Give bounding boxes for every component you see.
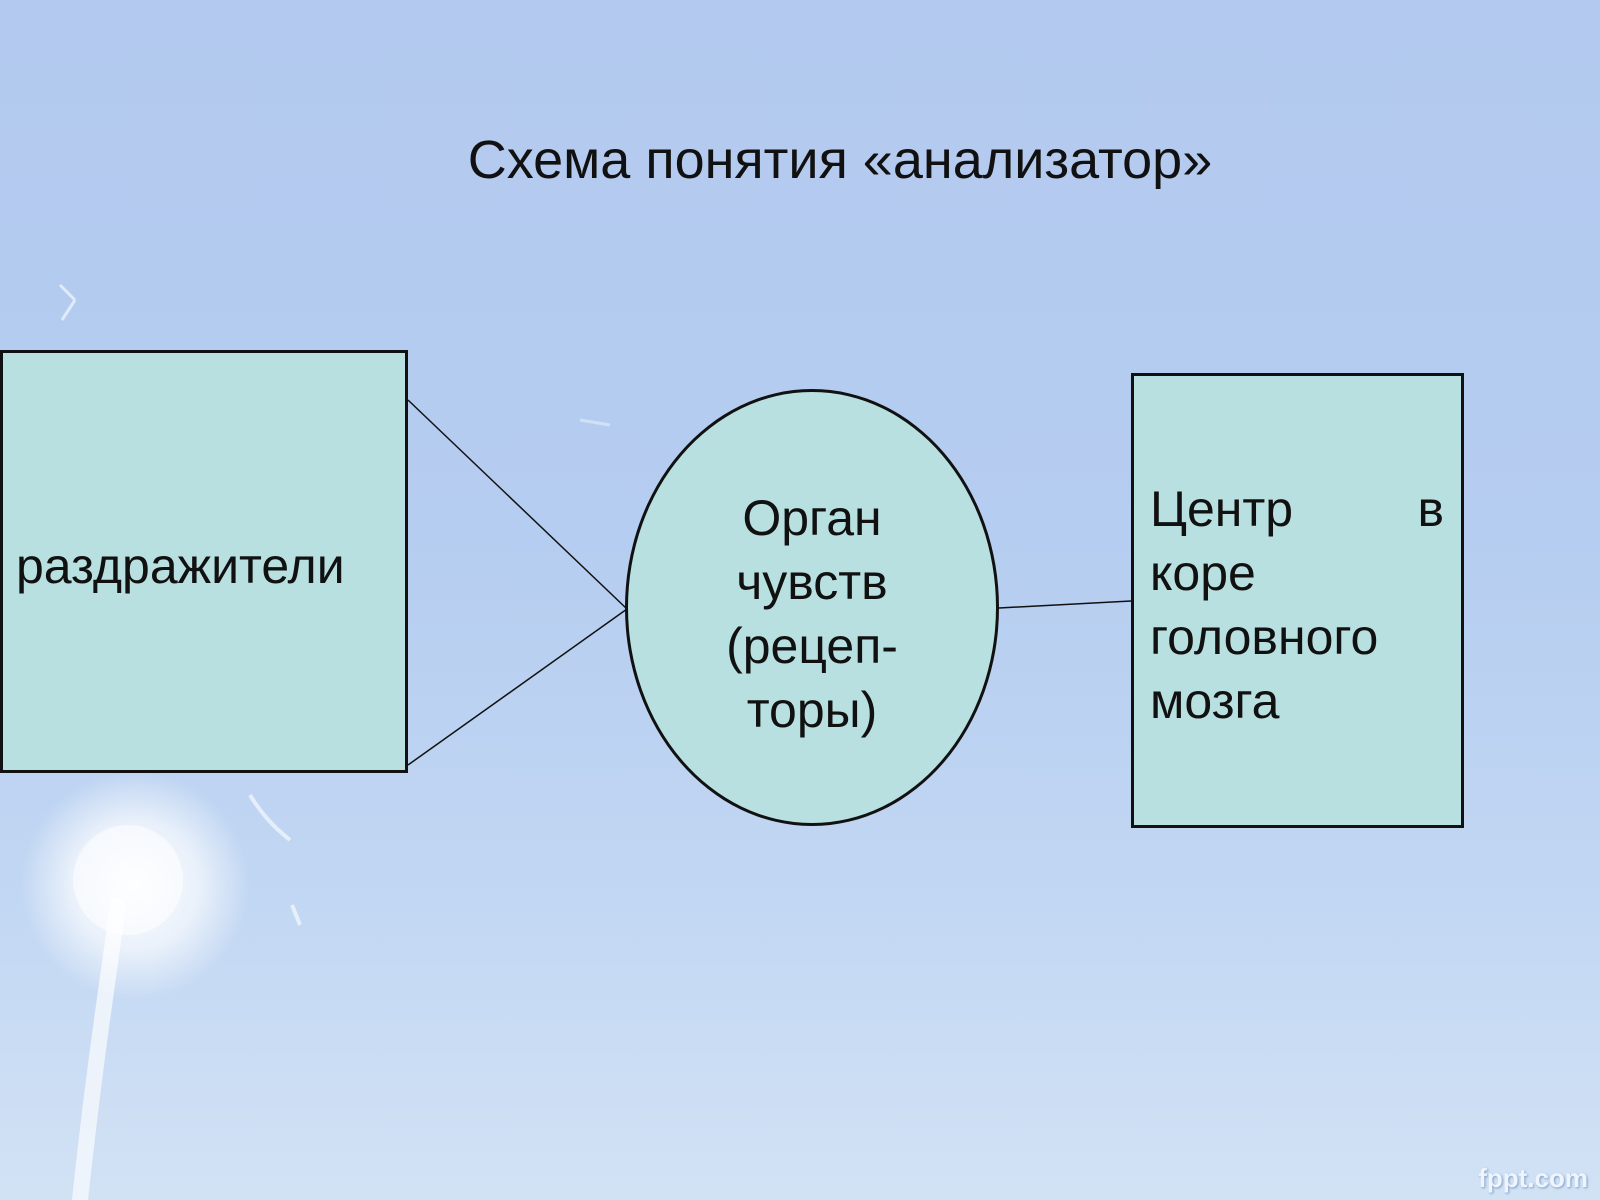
brain-center-word: Центр [1150, 477, 1293, 541]
sense-organ-line: Орган [665, 486, 959, 550]
brain-center-word: в [1417, 477, 1444, 541]
brain-center-line: головного [1150, 605, 1444, 669]
connector-organ-to-brain [999, 601, 1131, 608]
brain-center-line: Центр в [1150, 477, 1444, 541]
connector-stimuli-upper [408, 400, 627, 609]
sense-organ-line: (рецеп- [665, 614, 959, 678]
page-title: Схема понятия «анализатор» [300, 128, 1380, 193]
stimuli-label: раздражители [16, 537, 345, 595]
watermark: fppt.com [1478, 1163, 1588, 1194]
sense-organ-line: чувств [665, 550, 959, 614]
sense-organ-line: торы) [665, 678, 959, 742]
brain-center-line: мозга [1150, 669, 1444, 733]
brain-center-label: Центр в коре головного мозга [1150, 477, 1444, 733]
sense-organ-label: Орган чувств (рецеп- торы) [665, 486, 959, 742]
connector-stimuli-lower [408, 609, 627, 765]
brain-center-line: коре [1150, 541, 1444, 605]
